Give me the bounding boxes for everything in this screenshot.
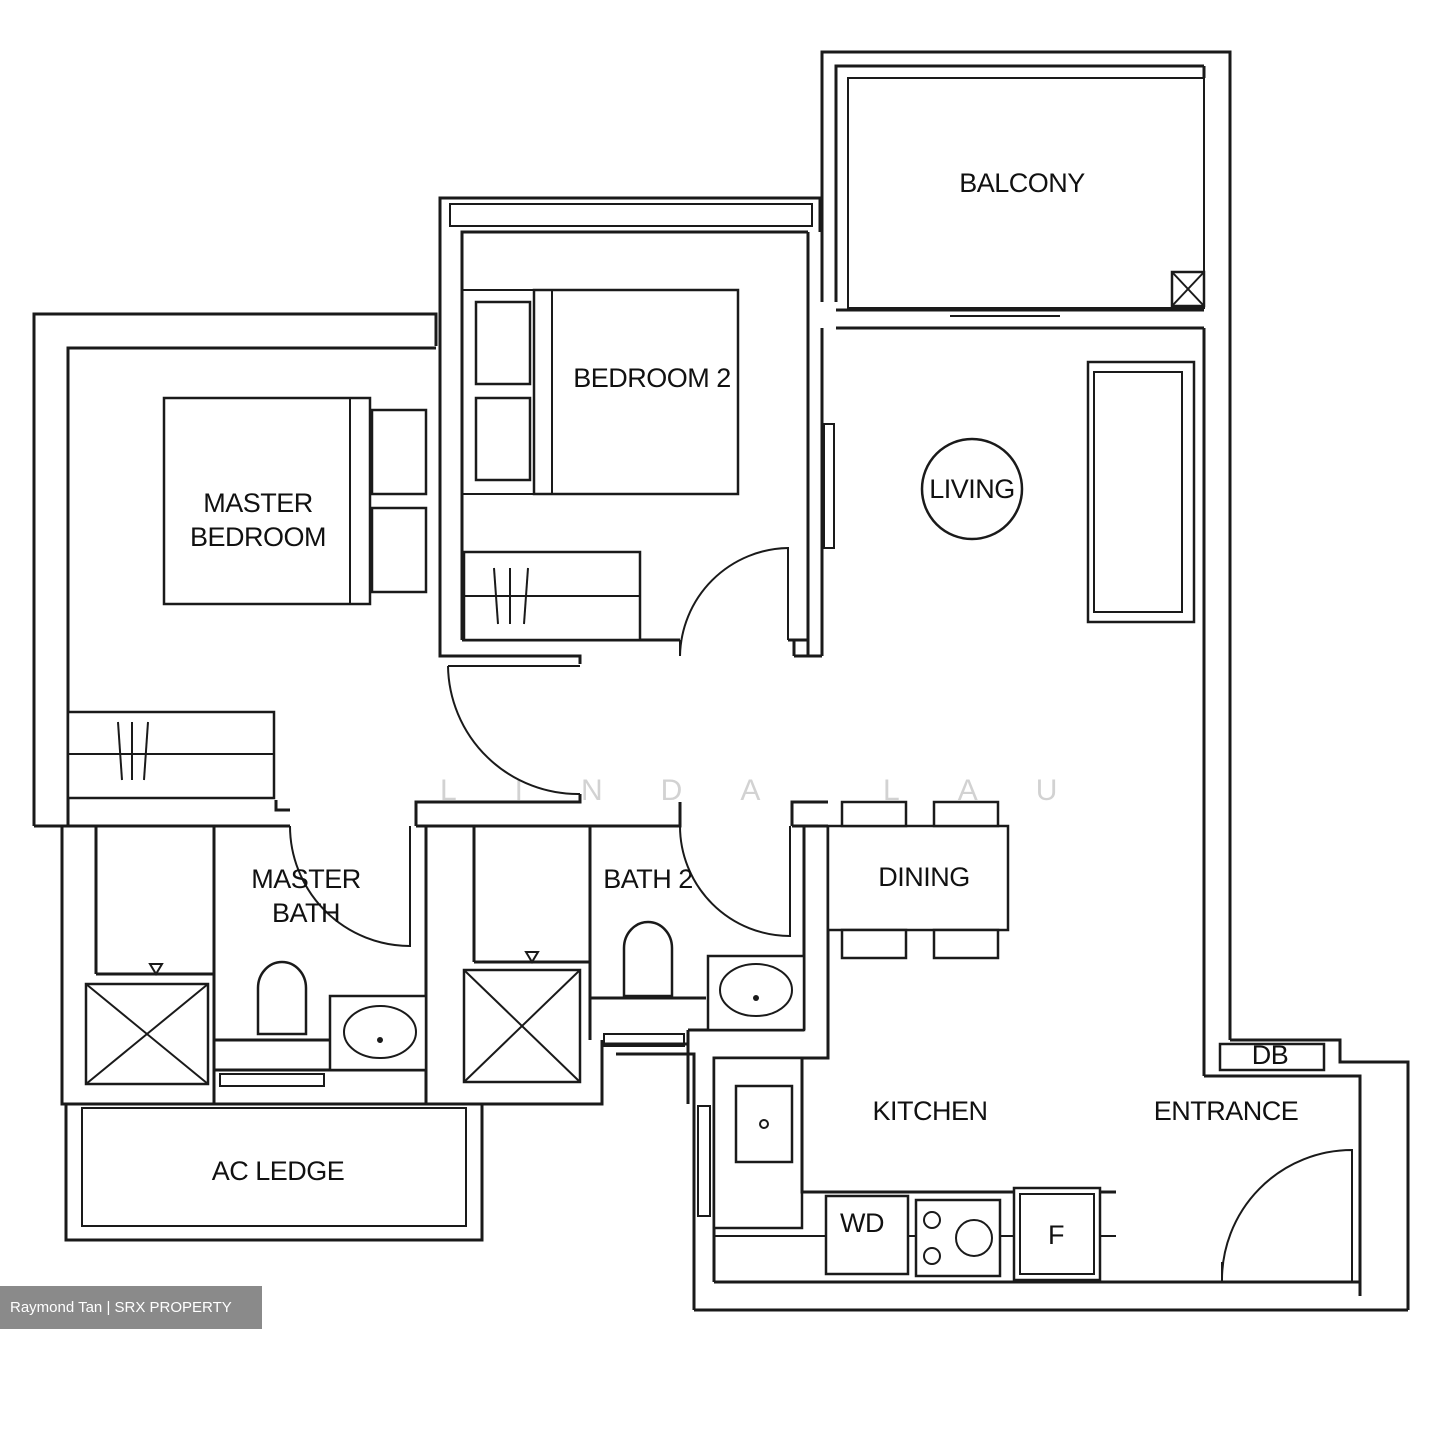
- label-master-bedroom-1: MASTER: [203, 488, 313, 518]
- db-box: [1218, 1042, 1326, 1072]
- kitchen-sink: [734, 1084, 794, 1164]
- master-toilet: [256, 960, 308, 1036]
- label-wd: WD: [840, 1208, 884, 1238]
- label-db: DB: [1252, 1040, 1289, 1070]
- label-living: LIVING: [929, 474, 1015, 504]
- label-ac-ledge: AC LEDGE: [212, 1156, 345, 1186]
- doors: [289, 546, 1353, 1283]
- bath2-toilet: [622, 920, 674, 998]
- outer-walls: [32, 50, 1410, 1312]
- master-bed: [162, 396, 372, 606]
- label-bedroom2: BEDROOM 2: [573, 363, 731, 393]
- label-master-bedroom-2: BEDROOM: [190, 522, 326, 552]
- label-balcony: BALCONY: [959, 168, 1085, 198]
- living-marker: [920, 437, 1024, 541]
- washer-dryer: [824, 1194, 910, 1276]
- label-kitchen: KITCHEN: [872, 1096, 987, 1126]
- label-master-bath-2: BATH: [272, 898, 340, 928]
- bath2-vanity: [706, 954, 806, 1032]
- room-labels: BALCONY BEDROOM 2 LIVING MASTER BEDROOM …: [190, 168, 1299, 1250]
- fridge: [1012, 1186, 1102, 1282]
- label-bath2: BATH 2: [603, 864, 693, 894]
- dining-table: [826, 824, 1010, 932]
- furniture: [66, 270, 1326, 1282]
- label-master-bath-1: MASTER: [251, 864, 361, 894]
- label-fridge: F: [1048, 1220, 1064, 1250]
- bedroom2-bed: [532, 288, 740, 496]
- hob: [914, 1198, 1002, 1278]
- label-entrance: ENTRANCE: [1154, 1096, 1299, 1126]
- photo-credit: Raymond Tan | SRX PROPERTY: [0, 1286, 262, 1329]
- sofa: [1086, 360, 1196, 624]
- label-dining: DINING: [878, 862, 970, 892]
